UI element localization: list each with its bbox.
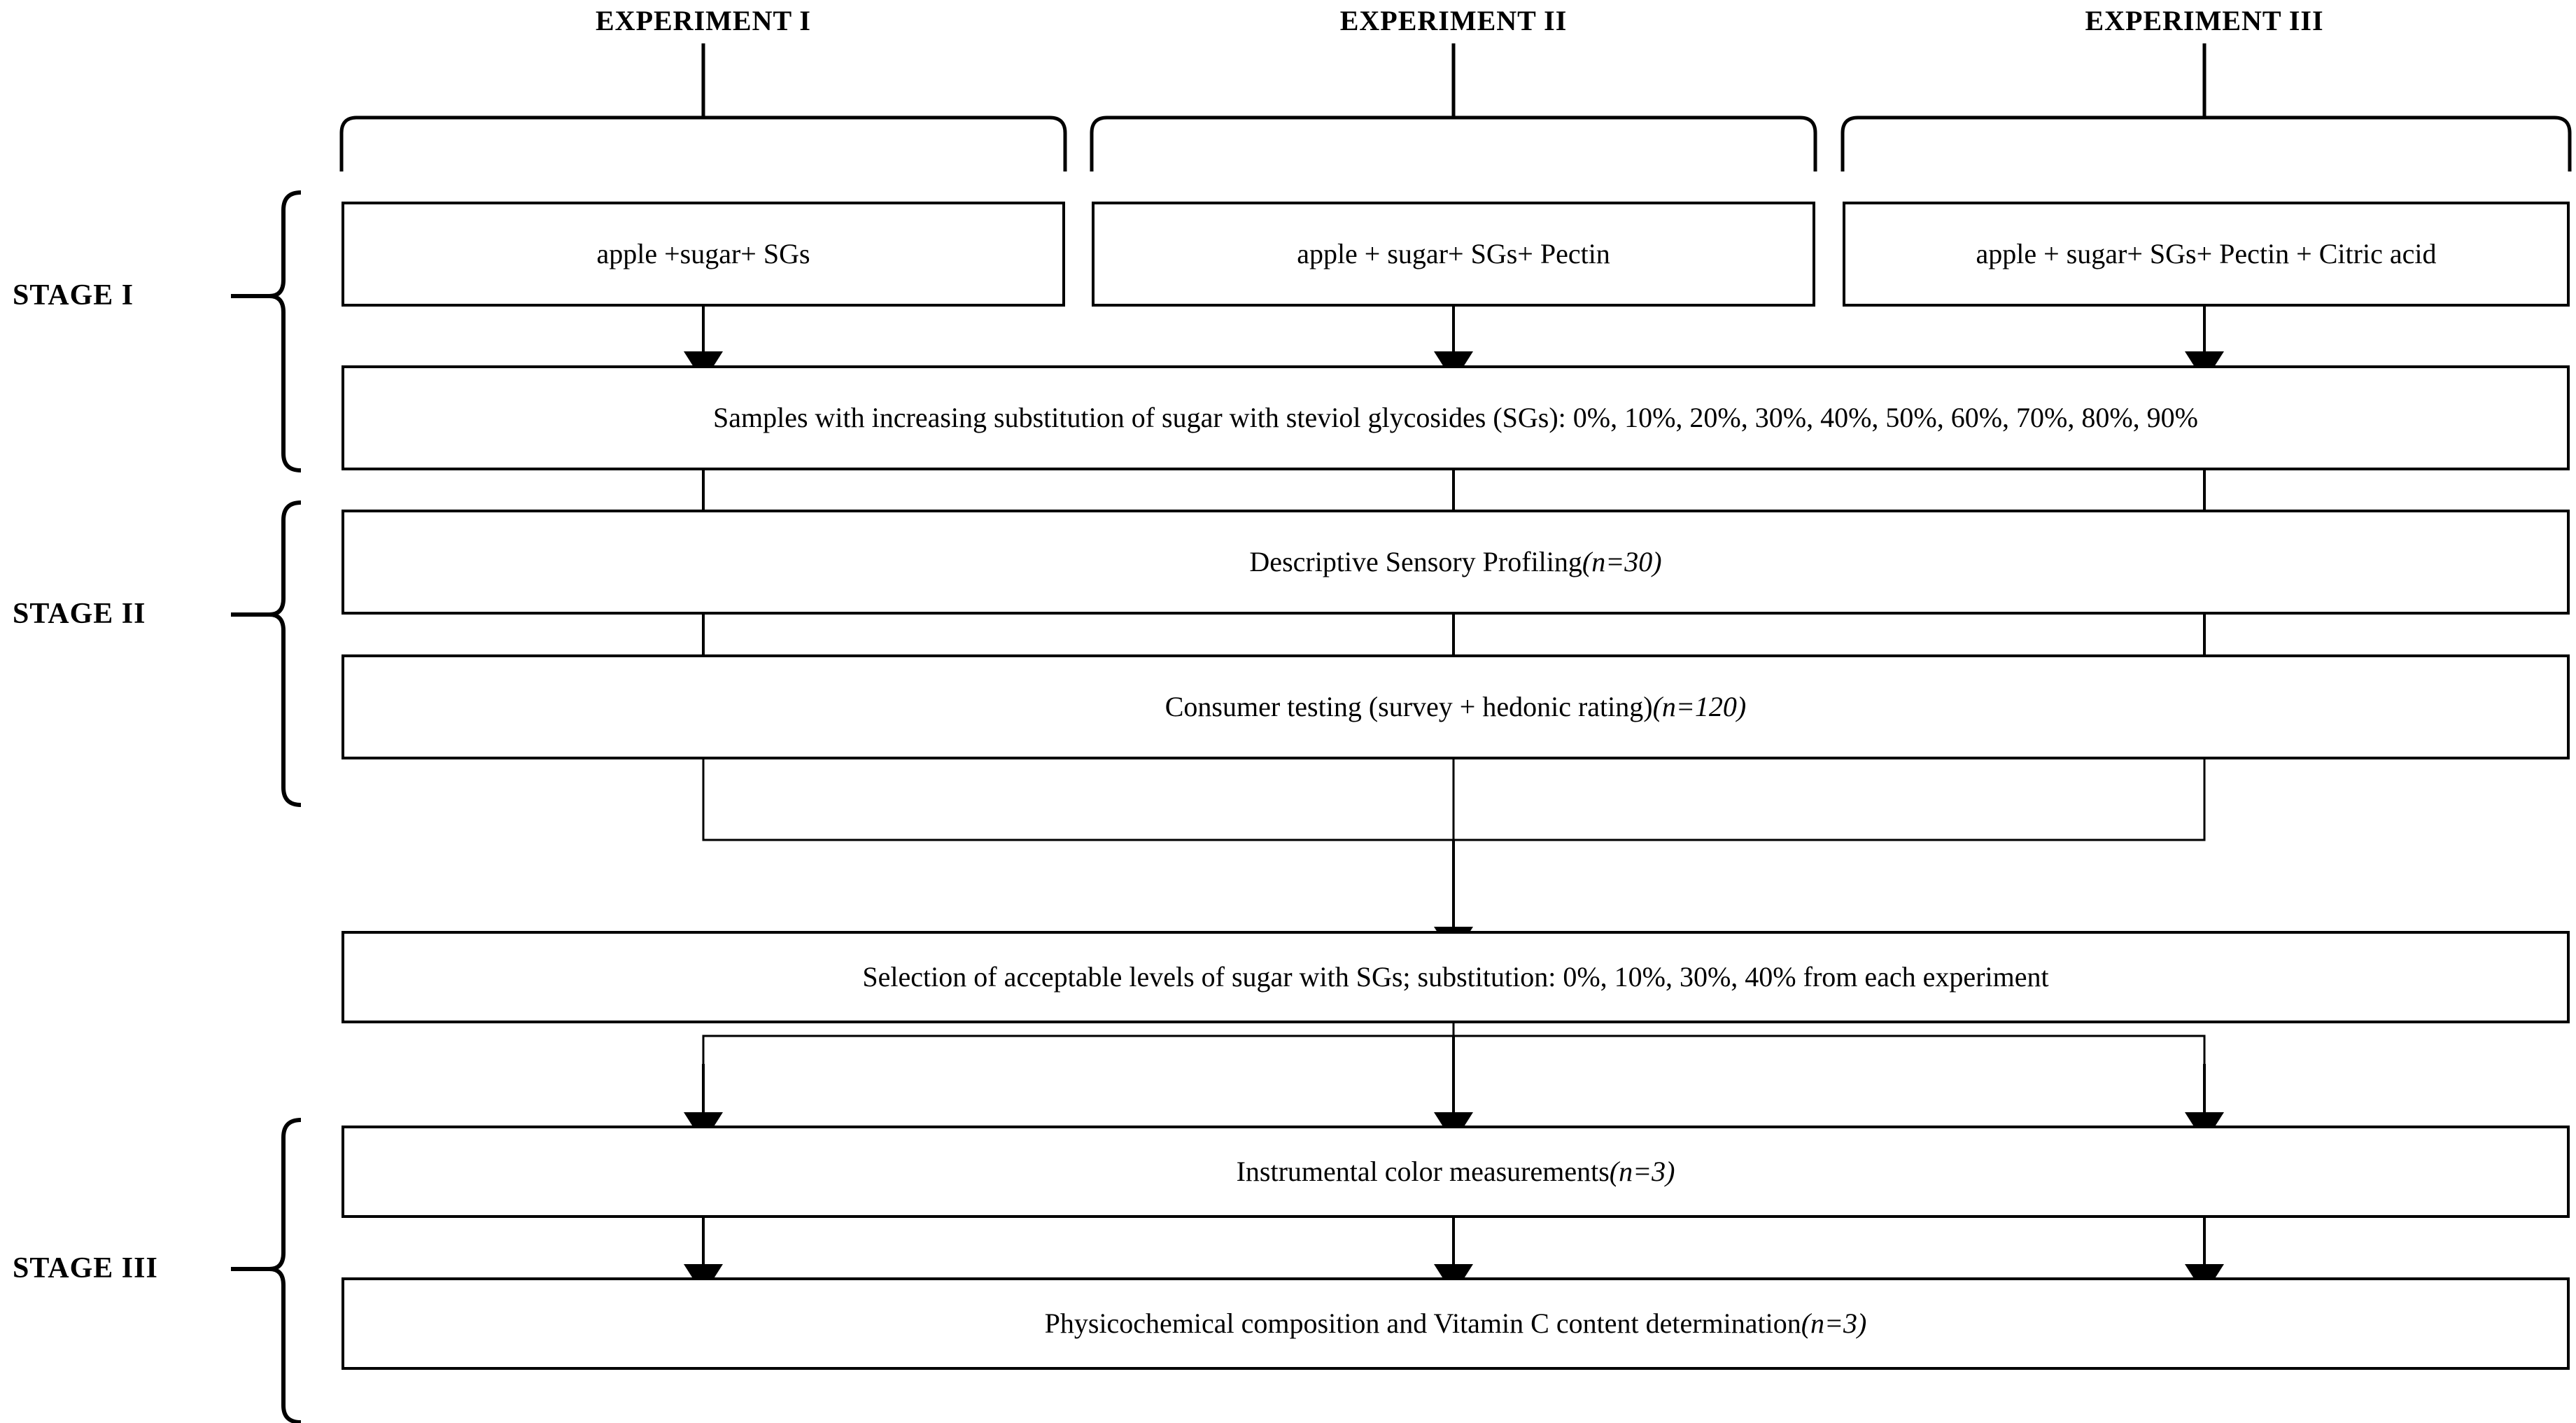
descriptive-sensory-label: Descriptive Sensory Profiling bbox=[1249, 546, 1582, 577]
bracket-experiment-2 bbox=[1090, 115, 1817, 171]
box-color-measurements[interactable]: Instrumental color measurements (n=3) bbox=[342, 1126, 2570, 1218]
header-experiment-2: EXPERIMENT II bbox=[1339, 5, 1568, 36]
stage-label-3: STAGE III bbox=[13, 1252, 158, 1284]
brace-stage-3 bbox=[269, 1118, 302, 1423]
box-exp1-formulation[interactable]: apple +sugar+ SGs bbox=[342, 202, 1065, 307]
box-samples[interactable]: Samples with increasing substitution of … bbox=[342, 365, 2570, 470]
stage-label-1: STAGE I bbox=[13, 279, 134, 311]
box-exp2-formulation[interactable]: apple + sugar+ SGs+ Pectin bbox=[1092, 202, 1815, 307]
consumer-testing-n: (n=120) bbox=[1652, 691, 1747, 722]
descriptive-sensory-n: (n=30) bbox=[1582, 546, 1662, 577]
stage-label-2: STAGE II bbox=[13, 598, 146, 630]
color-measurements-label: Instrumental color measurements bbox=[1236, 1156, 1610, 1187]
box-physicochemical[interactable]: Physicochemical composition and Vitamin … bbox=[342, 1277, 2570, 1370]
box-consumer-testing[interactable]: Consumer testing (survey + hedonic ratin… bbox=[342, 654, 2570, 759]
header-experiment-1: EXPERIMENT I bbox=[596, 5, 811, 36]
consumer-testing-label: Consumer testing (survey + hedonic ratin… bbox=[1164, 691, 1653, 722]
bracket-experiment-1 bbox=[339, 115, 1067, 171]
brace-stage-2 bbox=[269, 500, 302, 807]
header-experiment-3: EXPERIMENT III bbox=[2085, 5, 2324, 36]
physicochemical-n: (n=3) bbox=[1801, 1308, 1867, 1339]
box-exp3-formulation[interactable]: apple + sugar+ SGs+ Pectin + Citric acid bbox=[1843, 202, 2570, 307]
bracket-experiment-3 bbox=[1840, 115, 2572, 171]
box-descriptive-sensory-profiling[interactable]: Descriptive Sensory Profiling (n=30) bbox=[342, 510, 2570, 615]
color-measurements-n: (n=3) bbox=[1609, 1156, 1675, 1187]
brace-stage-1 bbox=[269, 190, 302, 472]
merge-connector-to-selection bbox=[702, 759, 2206, 841]
physicochemical-label: Physicochemical composition and Vitamin … bbox=[1044, 1308, 1801, 1339]
split-connector-from-selection bbox=[702, 1035, 2206, 1078]
box-selection[interactable]: Selection of acceptable levels of sugar … bbox=[342, 931, 2570, 1023]
